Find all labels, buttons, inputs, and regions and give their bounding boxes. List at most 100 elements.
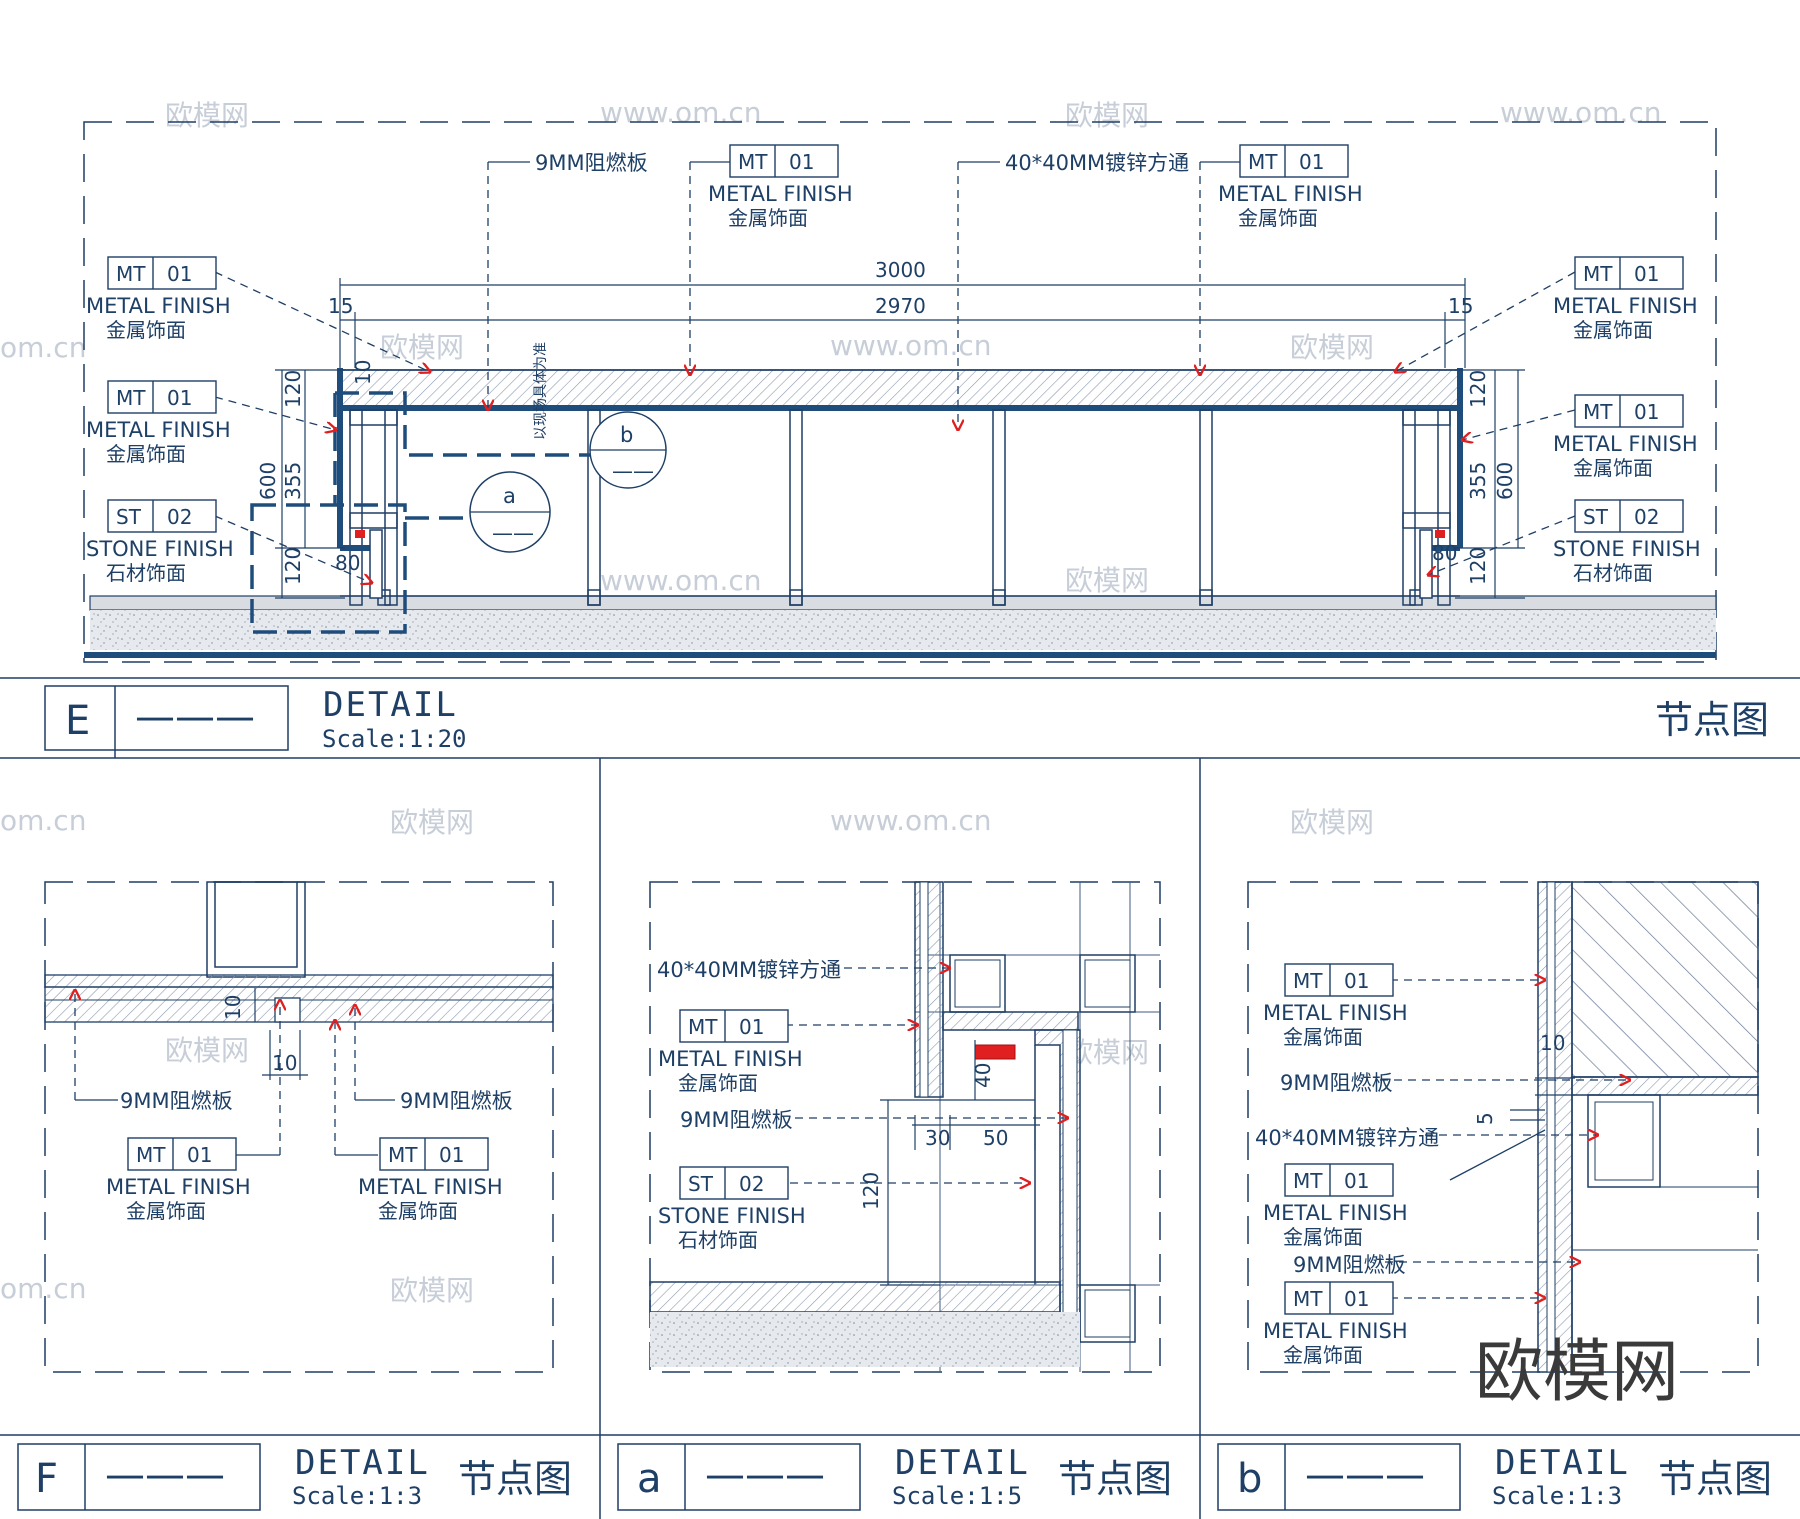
tag-e-right-3-code: ST xyxy=(1583,505,1609,529)
floor-screed xyxy=(90,610,1716,650)
svg-text:欧模网: 欧模网 xyxy=(390,1274,474,1307)
b-title-detail: DETAIL xyxy=(1495,1443,1630,1483)
tag-e-right-1-en: METAL FINISH xyxy=(1553,294,1698,318)
tag-f-left-en: METAL FINISH xyxy=(106,1175,251,1199)
tag-e-left-1-cn: 金属饰面 xyxy=(106,318,186,342)
dim-2970: 2970 xyxy=(875,294,926,318)
svg-text:欧模网: 欧模网 xyxy=(1065,564,1149,597)
tag-f-right-num: 01 xyxy=(439,1143,464,1167)
tag-b-metal-2-en: METAL FINISH xyxy=(1263,1201,1408,1225)
dim-80-right: 80 xyxy=(1432,541,1457,565)
tag-e-left-1-num: 01 xyxy=(167,262,192,286)
svg-text:www.om.cn: www.om.cn xyxy=(600,96,761,129)
b-title-dash: ——— xyxy=(1305,1452,1425,1498)
tag-e-top-right-cn: 金属饰面 xyxy=(1238,206,1318,230)
dim-120-bottom-left: 120 xyxy=(281,547,305,585)
b-title-cn: 节点图 xyxy=(1658,1457,1772,1501)
svg-text:www.om.cn: www.om.cn xyxy=(1500,96,1661,129)
tag-e-right-2-code: MT xyxy=(1583,400,1613,424)
f-title-dash: ——— xyxy=(105,1452,225,1498)
dim-15-right: 15 xyxy=(1448,294,1473,318)
callout-a-letter: a xyxy=(503,484,516,508)
tag-e-right-3-num: 02 xyxy=(1634,505,1659,529)
a-dim-120: 120 xyxy=(859,1172,883,1210)
tag-f-left-code: MT xyxy=(136,1143,166,1167)
tag-a-metal-en: METAL FINISH xyxy=(658,1047,803,1071)
svg-text:欧模网: 欧模网 xyxy=(390,806,474,839)
svg-text:欧模网: 欧模网 xyxy=(165,1034,249,1067)
tag-b-metal-1-code: MT xyxy=(1293,969,1323,993)
tag-b-metal-2-code: MT xyxy=(1293,1169,1323,1193)
a-title-letter: a xyxy=(637,1456,662,1502)
overall-dimensions xyxy=(339,278,1466,368)
detail-a-boundary xyxy=(250,503,407,634)
svg-text:om.cn: om.cn xyxy=(0,804,86,837)
tag-b-metal-1-en: METAL FINISH xyxy=(1263,1001,1408,1025)
tag-e-top-left-en: METAL FINISH xyxy=(708,182,853,206)
tag-e-left-2-en: METAL FINISH xyxy=(86,418,231,442)
tag-e-top-left-num: 01 xyxy=(789,150,814,174)
e-frame xyxy=(83,121,1717,663)
tag-f-left-num: 01 xyxy=(187,1143,212,1167)
tag-e-left-3-code: ST xyxy=(116,505,142,529)
b-dim-10: 10 xyxy=(1540,1031,1565,1055)
tag-e-right-2-cn: 金属饰面 xyxy=(1573,456,1653,480)
tag-e-top-left-code: MT xyxy=(738,150,768,174)
note-vertical: 以现场具体为准 xyxy=(533,342,549,440)
f-dim-thickness: 10 xyxy=(221,995,245,1020)
tag-a-metal-cn: 金属饰面 xyxy=(678,1071,758,1095)
callout-b-letter: b xyxy=(620,423,633,447)
tag-e-left-2-cn: 金属饰面 xyxy=(106,442,186,466)
tag-e-left-1-code: MT xyxy=(116,262,146,286)
dim-600-left: 600 xyxy=(256,462,280,500)
b-title-scale: Scale:1:3 xyxy=(1492,1482,1622,1510)
dim-3000: 3000 xyxy=(875,258,926,282)
detail-e-section: 3000 2970 15 15 120 10 355 600 120 80 12… xyxy=(0,121,1800,759)
dim-120-bottom-right: 120 xyxy=(1466,547,1490,585)
svg-text:www.om.cn: www.om.cn xyxy=(830,329,991,362)
note-40-tube: 40*40MM镀锌方通 xyxy=(1005,151,1189,175)
tag-e-left-3-num: 02 xyxy=(167,505,192,529)
tag-e-top-right-en: METAL FINISH xyxy=(1218,182,1363,206)
tag-b-metal-1-cn: 金属饰面 xyxy=(1283,1025,1363,1049)
b-note-tube: 40*40MM镀锌方通 xyxy=(1255,1126,1439,1150)
e-title-dash: ——— xyxy=(135,694,255,740)
dim-15-left: 15 xyxy=(328,294,353,318)
steel-frame xyxy=(340,409,1460,606)
svg-text:欧模网: 欧模网 xyxy=(1065,99,1149,132)
dim-120-top-right: 120 xyxy=(1466,370,1490,408)
svg-text:欧模网: 欧模网 xyxy=(1290,806,1374,839)
b-dim-5: 5 xyxy=(1473,1112,1497,1125)
tag-b-metal-3-code: MT xyxy=(1293,1287,1323,1311)
tag-e-top-left-cn: 金属饰面 xyxy=(728,206,808,230)
dim-600-right: 600 xyxy=(1493,462,1517,500)
dim-355-left: 355 xyxy=(281,462,305,500)
a-dim-40: 40 xyxy=(971,1063,995,1088)
a-dim-30: 30 xyxy=(925,1126,950,1150)
tag-b-metal-3-en: METAL FINISH xyxy=(1263,1319,1408,1343)
tag-b-metal-2-num: 01 xyxy=(1344,1169,1369,1193)
tag-e-right-1-num: 01 xyxy=(1634,262,1659,286)
a-title-cn: 节点图 xyxy=(1058,1457,1172,1501)
note-9mm-board: 9MM阻燃板 xyxy=(535,151,648,175)
svg-text:欧模网: 欧模网 xyxy=(1290,331,1374,364)
f-note-board-right: 9MM阻燃板 xyxy=(400,1089,513,1113)
tag-b-metal-3-cn: 金属饰面 xyxy=(1283,1343,1363,1367)
dim-80-left: 80 xyxy=(335,551,360,575)
b-title-letter: b xyxy=(1237,1456,1262,1502)
e-title-scale: Scale:1:20 xyxy=(322,725,467,753)
